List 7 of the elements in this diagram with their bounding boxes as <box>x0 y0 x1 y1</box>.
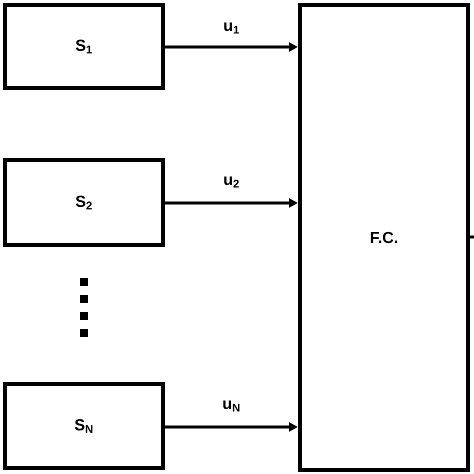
block-box: S$_{N}$ <box>3 382 165 470</box>
block-box: S$_{1}$ <box>3 3 165 90</box>
edge-label: u$_{1}$ <box>222 21 241 35</box>
block-box: S$_{2}$ <box>3 158 165 247</box>
edge-label: u$_{N}$ <box>221 399 242 413</box>
block-box: F.C. <box>298 3 470 472</box>
edge-label: u$_{2}$ <box>222 175 241 189</box>
